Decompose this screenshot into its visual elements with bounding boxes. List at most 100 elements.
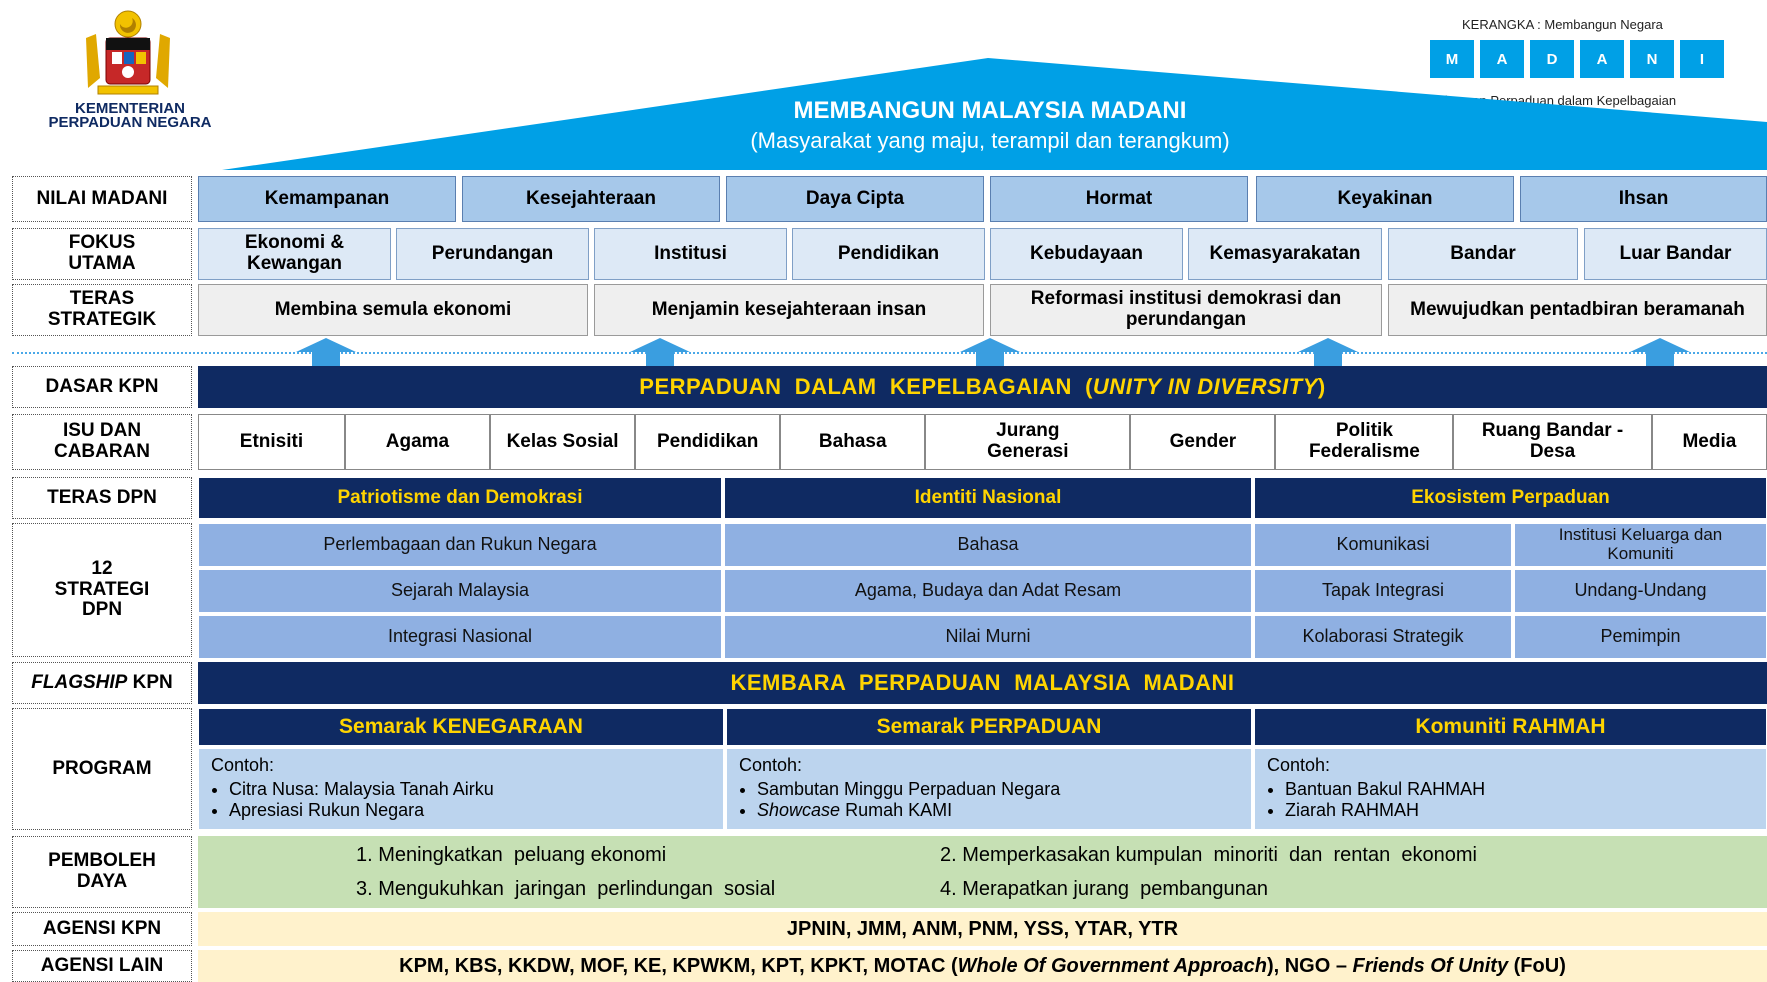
agensi-lain-em: Whole Of Government Approach: [957, 955, 1267, 977]
program-header: Semarak PERPADUAN: [726, 708, 1252, 746]
pemboleh-daya-item: 2. Memperkasakan kumpulan minoriti dan r…: [940, 844, 1477, 866]
program-item: Bantuan Bakul RAHMAH: [1285, 779, 1754, 801]
flagship-banner: KEMBARA PERPADUAN MALAYSIA MADANI: [198, 662, 1767, 704]
fokus-utama-cell: Kemasyarakatan: [1188, 228, 1382, 280]
row-label-text: PEMBOLEH: [48, 850, 156, 872]
program-contoh: Contoh:: [739, 755, 803, 775]
program-item-rest: Rumah KAMI: [840, 800, 953, 821]
agensi-lain-text: ), NGO –: [1266, 955, 1353, 977]
row-label-teras-strategik: TERAS STRATEGIK: [12, 284, 192, 336]
program-item: Ziarah RAHMAH: [1285, 800, 1754, 822]
pemboleh-daya-item: 4. Merapatkan jurang pembangunan: [940, 878, 1269, 900]
row-label-program: PROGRAM: [12, 708, 192, 830]
roof-subtitle: (Masyarakat yang maju, terampil dan tera…: [750, 127, 1230, 153]
row-label-pemboleh-daya: PEMBOLEH DAYA: [12, 836, 192, 908]
teras-strategik-cell: Membina semula ekonomi: [198, 284, 588, 336]
row-label-agensi-kpn: AGENSI KPN: [12, 912, 192, 946]
dotted-divider: [12, 352, 1767, 354]
arrow-up-icon: [1298, 338, 1358, 366]
roof-shape: [222, 58, 1767, 170]
row-label-text: DPN: [81, 599, 123, 621]
nilai-madani-cell: Kesejahteraan: [462, 176, 720, 222]
row-label-text: STRATEGI: [54, 578, 150, 600]
row-label-teras-dpn: TERAS DPN: [12, 477, 192, 519]
strategi-cell: Pemimpin: [1514, 615, 1767, 659]
teras-strategik-cell: Mewujudkan pentadbiran beramanah: [1388, 284, 1767, 336]
strategi-cell: Undang-Undang: [1514, 569, 1767, 613]
nilai-madani-cell: Ihsan: [1520, 176, 1767, 222]
program-contoh: Contoh:: [211, 755, 275, 775]
strategi-cell: Komunikasi: [1254, 523, 1512, 567]
dasar-kpn-em: UNITY IN DIVERSITY: [1092, 373, 1318, 399]
agensi-lain-text: KPM, KBS, KKDW, MOF, KE, KPWKM, KPT, KPK…: [399, 955, 958, 977]
isu-cell: Gender: [1130, 414, 1276, 470]
row-label-dasar-kpn: DASAR KPN: [12, 366, 192, 408]
row-label-flagship-kpn: FLAGSHIP KPN: [12, 662, 192, 704]
row-label-text: ISU DAN: [62, 420, 142, 442]
row-label-strategi-dpn: 12 STRATEGI DPN: [12, 523, 192, 657]
dasar-kpn-close: ): [1317, 373, 1326, 399]
isu-cell: Ruang Bandar - Desa: [1453, 414, 1652, 470]
arrow-up-icon: [960, 338, 1020, 366]
madani-letter: D: [1530, 40, 1574, 78]
nilai-madani-cell: Daya Cipta: [726, 176, 984, 222]
madani-letter: A: [1480, 40, 1524, 78]
program-header: Komuniti RAHMAH: [1254, 708, 1767, 746]
row-label-text: FOKUS: [68, 232, 136, 254]
isu-cell: Kelas Sosial: [490, 414, 636, 470]
isu-cell: Etnisiti: [198, 414, 345, 470]
isu-cabaran-row: Etnisiti Agama Kelas Sosial Pendidikan B…: [198, 414, 1767, 470]
arrow-up-icon: [1630, 338, 1690, 366]
program-item-em: Showcase: [757, 800, 841, 821]
teras-dpn-header: Patriotisme dan Demokrasi: [198, 477, 722, 519]
strategi-cell: Perlembagaan dan Rukun Negara: [198, 523, 722, 567]
strategi-cell: Kolaborasi Strategik: [1254, 615, 1512, 659]
strategi-cell: Institusi Keluarga dan Komuniti: [1514, 523, 1767, 567]
strategi-cell: Agama, Budaya dan Adat Resam: [724, 569, 1252, 613]
teras-strategik-cell: Menjamin kesejahteraan insan: [594, 284, 984, 336]
ministry-name-line2: PERPADUAN NEGARA: [48, 114, 212, 131]
strategi-cell: Nilai Murni: [724, 615, 1252, 659]
row-label-fokus-utama: FOKUS UTAMA: [12, 228, 192, 280]
roof-title: MEMBANGUN MALAYSIA MADANI: [793, 96, 1187, 124]
program-list: Citra Nusa: Malaysia Tanah Airku Apresia…: [211, 779, 711, 822]
arrow-up-icon: [630, 338, 690, 366]
program-list: Sambutan Minggu Perpaduan Negara Showcas…: [739, 779, 1239, 822]
fokus-utama-cell: Perundangan: [396, 228, 589, 280]
row-label-text: FLAGSHIP: [31, 671, 128, 693]
agensi-lain-em: Friends Of Unity: [1352, 955, 1509, 977]
coat-of-arms-icon: [86, 10, 170, 95]
isu-cell: Media: [1651, 414, 1767, 470]
nilai-madani-cell: Keyakinan: [1256, 176, 1514, 222]
program-item: Apresiasi Rukun Negara: [229, 800, 711, 822]
isu-cell: Pendidikan: [635, 414, 781, 470]
row-label-text: DAYA: [76, 871, 128, 892]
fokus-utama-cell: Institusi: [594, 228, 787, 280]
kerangka-label: KERANGKA : Membangun Negara: [1462, 17, 1663, 32]
strategi-cell: Integrasi Nasional: [198, 615, 722, 659]
row-label-text: UTAMA: [68, 253, 136, 274]
row-label-nilai-madani: NILAI MADANI: [12, 176, 192, 222]
program-body: Contoh: Citra Nusa: Malaysia Tanah Airku…: [198, 748, 724, 830]
fokus-utama-cell: Luar Bandar: [1584, 228, 1767, 280]
program-item: Sambutan Minggu Perpaduan Negara: [757, 779, 1239, 801]
program-contoh: Contoh:: [1267, 755, 1331, 775]
ministry-name: KEMENTERIAN PERPADUAN NEGARA: [40, 101, 220, 131]
isu-cell: Agama: [344, 414, 490, 470]
row-label-text: TERAS: [69, 288, 135, 310]
strategi-cell: Tapak Integrasi: [1254, 569, 1512, 613]
teras-dpn-header: Ekosistem Perpaduan: [1254, 477, 1767, 519]
pemboleh-daya-panel: 1. Meningkatkan peluang ekonomi 2. Mempe…: [198, 836, 1767, 908]
arrow-up-icon: [296, 338, 356, 366]
madani-letter: I: [1680, 40, 1724, 78]
row-label-text: CABARAN: [53, 441, 151, 462]
program-body: Contoh: Bantuan Bakul RAHMAH Ziarah RAHM…: [1254, 748, 1767, 830]
strategi-cell: Sejarah Malaysia: [198, 569, 722, 613]
program-body: Contoh: Sambutan Minggu Perpaduan Negara…: [726, 748, 1252, 830]
teras-dpn-header: Identiti Nasional: [724, 477, 1252, 519]
fokus-utama-cell: Ekonomi & Kewangan: [198, 228, 391, 280]
row-label-text: KPN: [127, 671, 173, 693]
pemboleh-daya-item: 1. Meningkatkan peluang ekonomi: [356, 844, 667, 866]
program-list: Bantuan Bakul RAHMAH Ziarah RAHMAH: [1267, 779, 1754, 822]
nilai-madani-cell: Hormat: [990, 176, 1248, 222]
